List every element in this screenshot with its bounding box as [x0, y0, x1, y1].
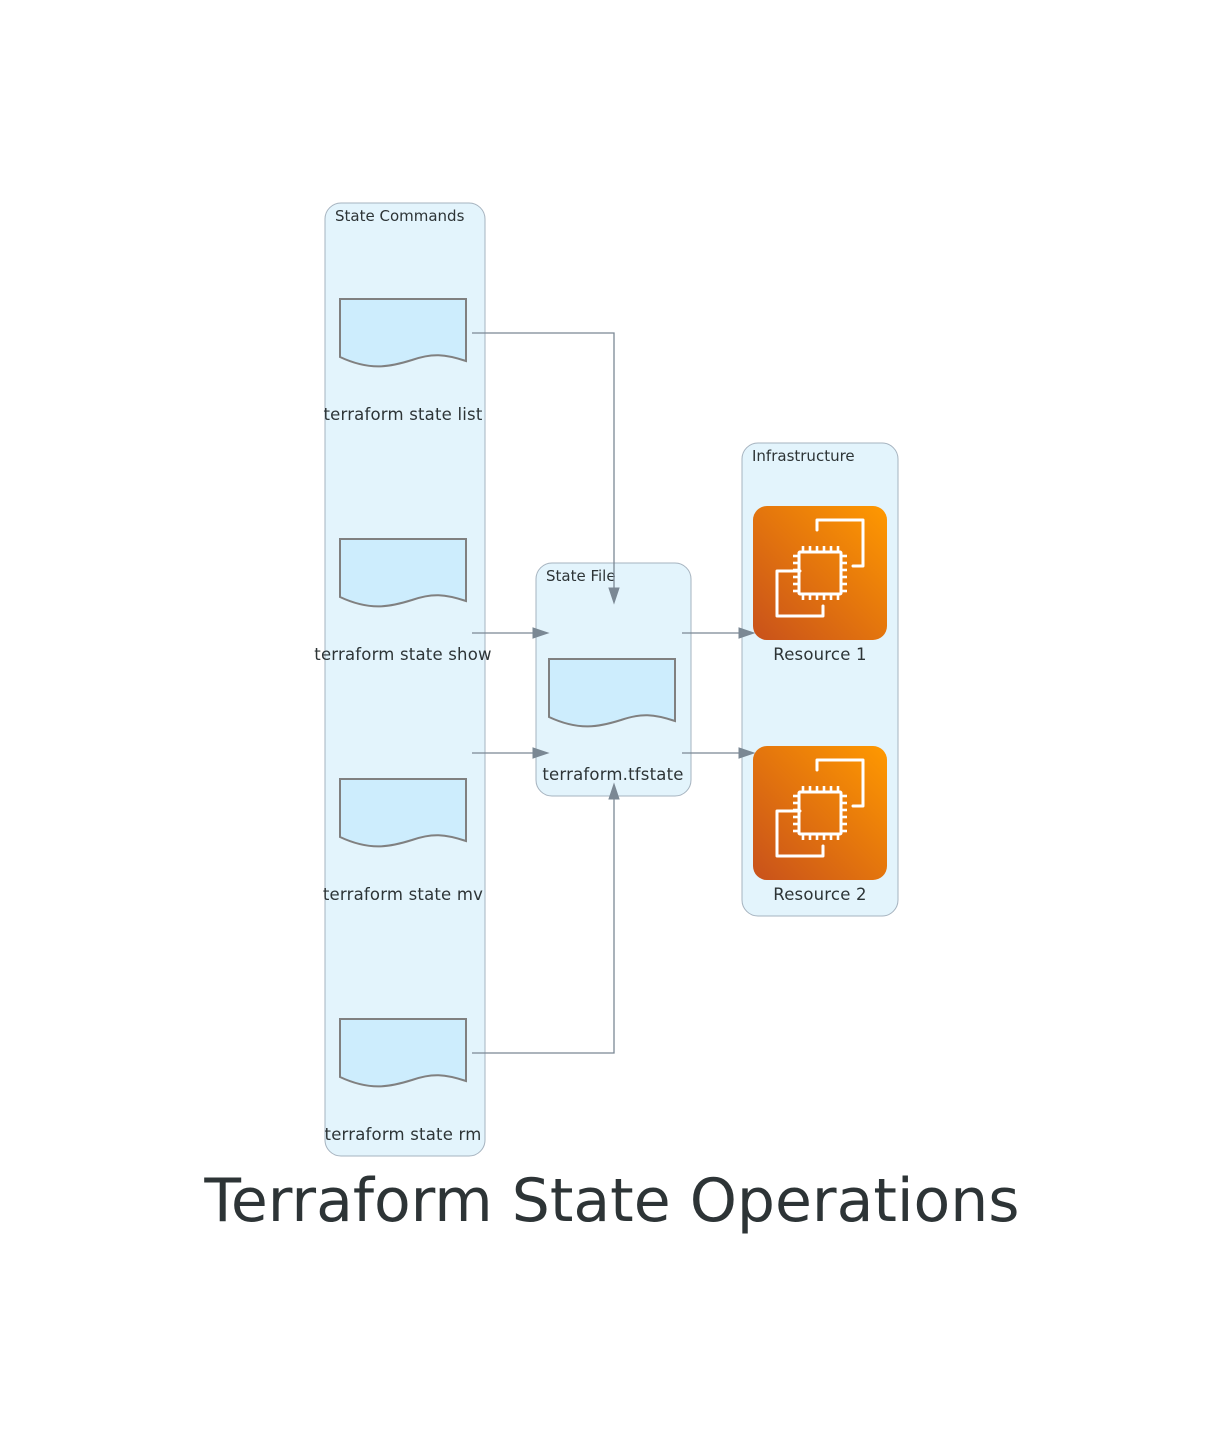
document-icon — [339, 298, 467, 368]
edge-state-show-to-tfstate — [472, 627, 550, 639]
node-label-resource-1: Resource 1 — [773, 645, 866, 664]
cluster-label-state-file: State File — [546, 567, 616, 585]
edge-state-mv-to-tfstate — [472, 747, 550, 759]
diagram-title: Terraform State Operations — [203, 1166, 1019, 1236]
node-resource-1: Resource 1 — [753, 506, 887, 664]
node-label-state-show: terraform state show — [314, 645, 491, 664]
node-label-state-list: terraform state list — [323, 405, 482, 424]
edge-state-list-to-tfstate — [472, 332, 620, 605]
cluster-label-state-commands: State Commands — [335, 207, 465, 225]
node-resource-2: Resource 2 — [753, 746, 887, 904]
node-terraform-state-show: terraform state show — [314, 538, 492, 664]
node-terraform-state-list: terraform state list — [323, 298, 483, 424]
node-label-state-rm: terraform state rm — [325, 1125, 482, 1144]
edge-tfstate-to-resource-1 — [682, 627, 756, 639]
ec2-instances-icon — [753, 506, 887, 640]
document-icon — [339, 538, 467, 608]
node-label-state-mv: terraform state mv — [323, 885, 483, 904]
node-label-resource-2: Resource 2 — [773, 885, 866, 904]
document-icon — [339, 1018, 467, 1088]
cluster-label-infrastructure: Infrastructure — [752, 447, 855, 465]
edges — [472, 332, 756, 1054]
node-terraform-state-mv: terraform state mv — [323, 778, 483, 904]
edge-state-rm-to-tfstate — [472, 782, 620, 1054]
node-terraform-tfstate: terraform.tfstate — [542, 658, 683, 784]
document-icon — [548, 658, 676, 728]
document-icon — [339, 778, 467, 848]
edge-tfstate-to-resource-2 — [682, 747, 756, 759]
ec2-instances-icon — [753, 746, 887, 880]
node-terraform-state-rm: terraform state rm — [325, 1018, 482, 1144]
node-label-tfstate: terraform.tfstate — [542, 765, 683, 784]
cluster-state-commands: State Commands — [324, 202, 486, 1157]
